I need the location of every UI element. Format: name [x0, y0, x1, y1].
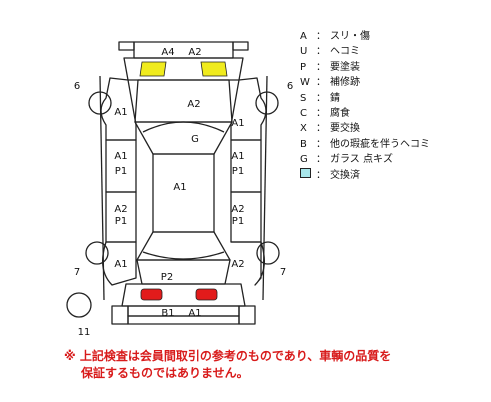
- right-sill-line: [262, 75, 268, 301]
- label-right-front-fender: A1: [231, 118, 244, 129]
- left-front-fender-panel: [100, 77, 137, 141]
- disclaimer: ※ 上記検査は会員間取引の参考のものであり、車輌の品質を 保証するものではありま…: [64, 348, 391, 382]
- trunk-panel: [136, 259, 231, 285]
- label-roof: A1: [173, 182, 186, 193]
- rear-glass-panel: [136, 231, 231, 261]
- label-windshield: G: [191, 134, 199, 145]
- rear-bumper-lower: [127, 315, 240, 325]
- label-left-front-door-2: P1: [115, 166, 127, 177]
- label-left-rear-door-2: P1: [115, 216, 127, 227]
- rear-glass-curve: [142, 251, 225, 260]
- label-left-front-door-1: A1: [114, 151, 127, 162]
- legend-item: X：要交換: [300, 123, 360, 135]
- front-bumper-mark-right: [200, 61, 228, 77]
- disclaimer-line-2: 保証するものではありません。: [81, 366, 249, 380]
- legend-item: S：錆: [300, 92, 340, 104]
- label-right-front-door-2: P1: [232, 166, 244, 177]
- legend-item: U：ヘコミ: [300, 46, 360, 58]
- label-right-front-door-1: A1: [231, 151, 244, 162]
- legend-item: B：他の瑕疵を伴うヘコミ: [300, 138, 430, 150]
- label-left-rear-door-1: A2: [114, 204, 127, 215]
- legend-item: W：補修跡: [300, 77, 360, 89]
- label-right-rear-door-1: A2: [231, 204, 244, 215]
- front-right-corner: [232, 41, 249, 51]
- label-rear-bumper-1: B1: [161, 308, 174, 319]
- windshield-panel: [134, 121, 233, 155]
- left-rear-fender-panel: [101, 241, 137, 286]
- label-wheel-spare: 11: [78, 327, 91, 338]
- legend: A：スリ・傷 U：ヘコミ P：要塗装 W：補修跡 S：錆 C：腐食 X：要交換 …: [300, 29, 430, 183]
- wheel-spare: [66, 292, 92, 318]
- label-right-rear-fender: A2: [231, 259, 244, 270]
- right-front-fender-panel: [230, 77, 267, 141]
- windshield-curve: [142, 121, 225, 133]
- legend-item: C：腐食: [300, 107, 350, 119]
- label-wheel-front-left: 6: [74, 81, 80, 92]
- legend-item: P：要塗装: [300, 61, 360, 73]
- rear-lamp-left: [140, 288, 163, 301]
- rear-lamp-right: [195, 288, 218, 301]
- label-right-rear-door-2: P1: [232, 216, 244, 227]
- label-rear-bumper-2: A1: [188, 308, 201, 319]
- legend-item: ：交換済: [300, 167, 430, 183]
- disclaimer-line-1: ※ 上記検査は会員間取引の参考のものであり、車輌の品質を: [64, 349, 392, 363]
- hood-panel: [134, 79, 233, 123]
- rear-left-corner: [111, 305, 129, 325]
- legend-item: A：スリ・傷: [300, 31, 370, 42]
- label-wheel-front-right: 6: [287, 81, 293, 92]
- rear-lamp-panel: [121, 283, 246, 307]
- label-wheel-rear-left: 7: [74, 267, 80, 278]
- rear-right-corner: [238, 305, 256, 325]
- left-sill-line: [99, 75, 105, 301]
- label-left-rear-fender: A1: [114, 259, 127, 270]
- wheel-rear-left: [85, 241, 109, 265]
- rear-bumper-upper: [127, 305, 240, 317]
- legend-item: G：ガラス 点キズ: [300, 154, 393, 166]
- front-bumper: [133, 41, 234, 59]
- label-front-bumper-2: A2: [188, 47, 201, 58]
- label-left-front-fender: A1: [114, 107, 127, 118]
- label-hood: A2: [187, 99, 200, 110]
- front-left-corner: [118, 41, 135, 51]
- roof-panel: [152, 153, 215, 233]
- wheel-rear-right: [256, 241, 280, 265]
- wheel-front-left: [88, 91, 112, 115]
- front-bumper-mark-left: [139, 61, 167, 77]
- label-wheel-rear-right: 7: [280, 267, 286, 278]
- label-front-bumper-1: A4: [161, 47, 174, 58]
- label-trunk: P2: [161, 272, 173, 283]
- wheel-front-right: [255, 91, 279, 115]
- replaced-swatch: [300, 167, 311, 178]
